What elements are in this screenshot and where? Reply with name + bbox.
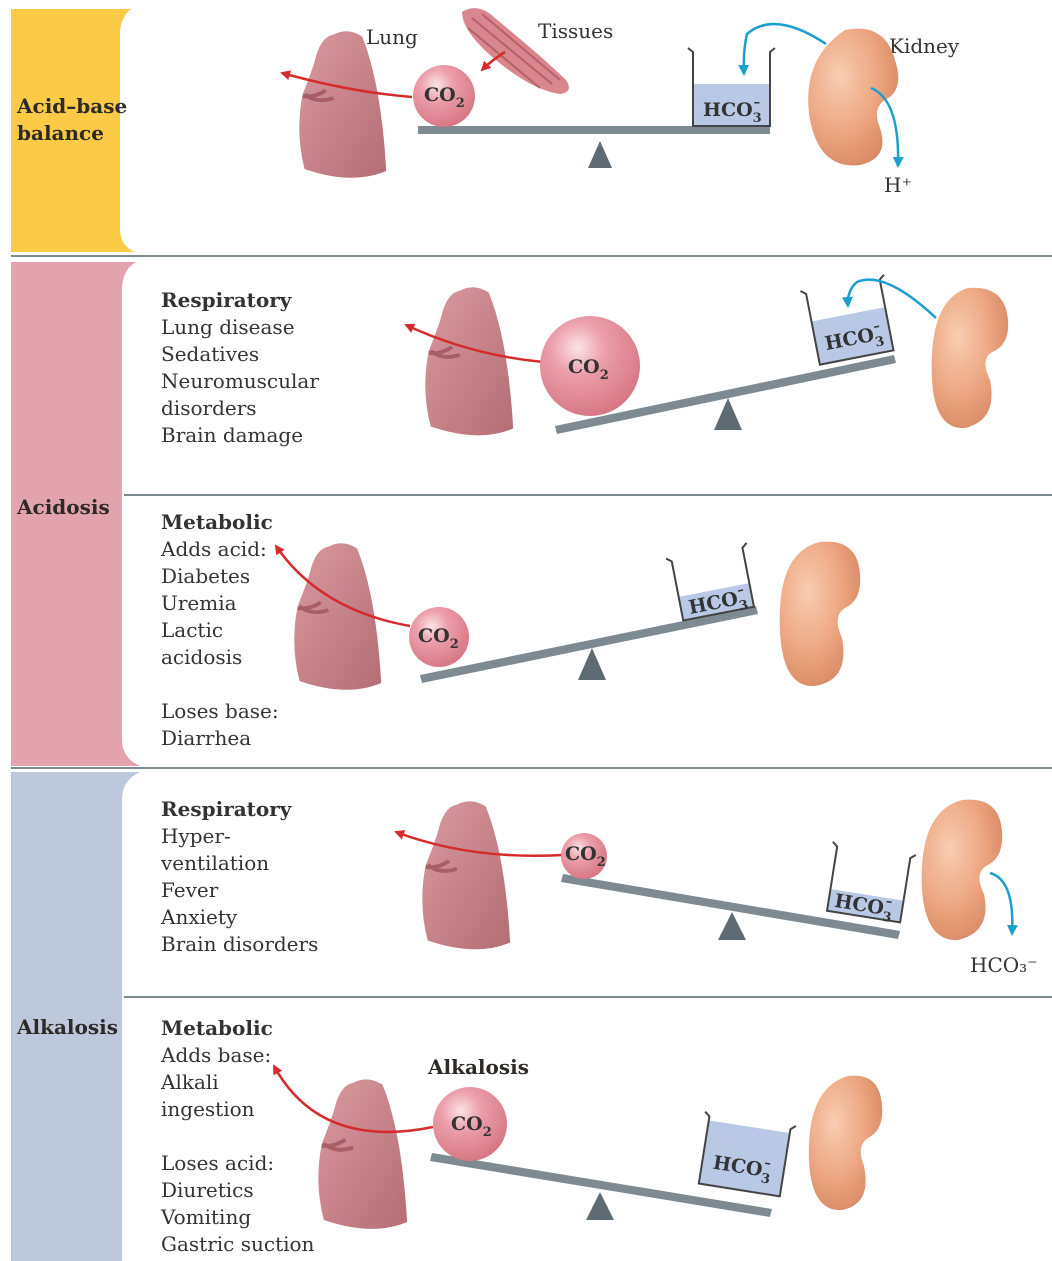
fulcrum — [718, 912, 746, 940]
beaker-icon: HCO3– — [800, 275, 898, 366]
fulcrum — [714, 398, 742, 430]
fulcrum — [586, 1192, 614, 1220]
fulcrum — [588, 141, 612, 168]
alkalosis-diagram-title: Alkalosis — [427, 1055, 529, 1079]
h-plus-label: H⁺ — [884, 173, 912, 197]
kidney-icon — [932, 288, 1009, 428]
beaker-icon: HCO3– — [694, 1112, 796, 1198]
kidney-icon — [809, 1076, 882, 1210]
lung-icon — [294, 543, 381, 689]
fulcrum — [578, 648, 606, 680]
lung-icon — [299, 31, 386, 177]
tissues-label: Tissues — [538, 19, 613, 43]
beaker-icon: HCO3– — [821, 842, 916, 928]
bicarbonate-reabsorption-arrow — [744, 24, 826, 74]
bicarbonate-excretion-arrow — [990, 873, 1012, 934]
lung-icon — [425, 287, 513, 435]
bicarbonate-loss-label: HCO₃⁻ — [970, 953, 1038, 977]
lung-label: Lung — [366, 25, 418, 49]
bicarbonate-label: HCO3– — [832, 886, 895, 926]
kidney-icon — [780, 542, 861, 686]
kidney-label: Kidney — [889, 34, 960, 58]
balance-beam — [418, 126, 770, 134]
kidney-icon — [922, 800, 1003, 940]
lung-icon — [422, 801, 510, 949]
lung-icon — [318, 1079, 407, 1229]
